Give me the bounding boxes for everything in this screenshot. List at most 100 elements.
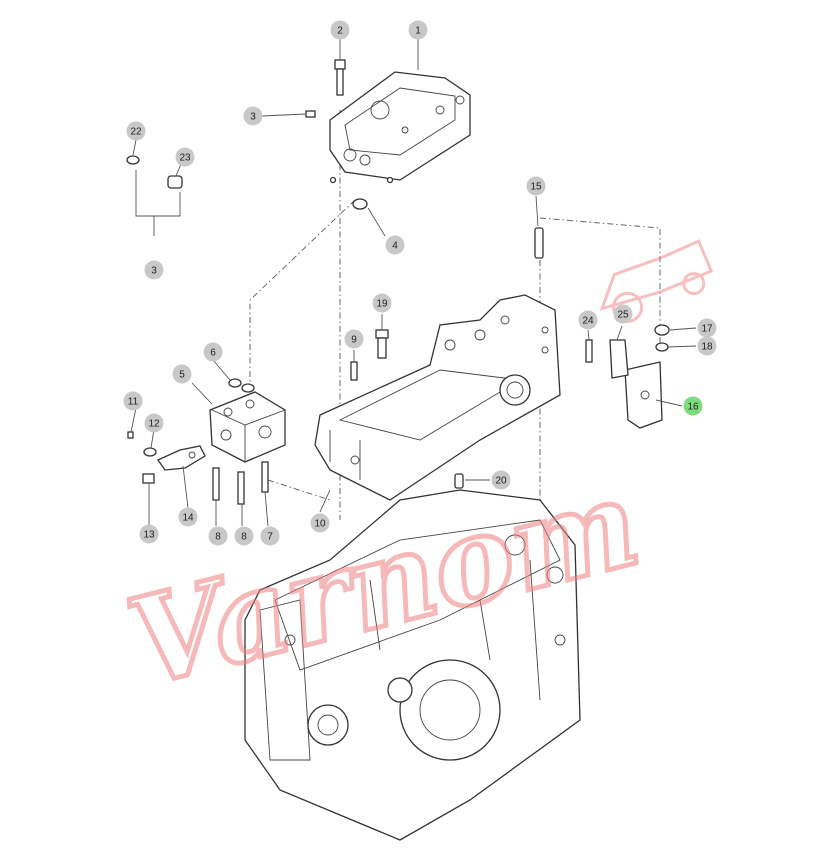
callout-label: 15 (530, 182, 542, 193)
screw-part-3 (305, 110, 316, 118)
callout-label: 1 (415, 26, 421, 37)
callout-23: 23 (175, 147, 195, 167)
callout-17: 17 (697, 318, 717, 338)
lever-part-25 (609, 339, 629, 379)
callout-circle (175, 147, 195, 167)
callout-label: 6 (210, 348, 216, 359)
callout-circle (243, 106, 263, 126)
callout-circle (330, 20, 350, 40)
callout-label: 3 (151, 266, 157, 277)
callout-circle (144, 260, 164, 280)
pin-part-9 (350, 361, 358, 381)
callout-label: 8 (241, 532, 247, 543)
callout-label: 11 (128, 397, 139, 408)
callout-label: 12 (148, 419, 160, 430)
callout-13: 13 (139, 524, 159, 544)
callout-circle (123, 391, 143, 411)
screw-part-11 (127, 431, 134, 439)
nut-part-18 (655, 342, 669, 352)
callout-circle (172, 364, 192, 384)
bolt-part-19 (375, 329, 389, 359)
callout-10: 10 (310, 513, 330, 533)
callout-circle (372, 293, 392, 313)
callout-label: 8 (215, 532, 221, 543)
callout-circle (260, 526, 280, 546)
seal-part-22 (126, 155, 140, 165)
callout-9: 9 (344, 329, 364, 349)
callout-3b: 3 (144, 260, 164, 280)
callout-label: 9 (351, 335, 357, 346)
callout-11: 11 (123, 391, 143, 411)
callout-12: 12 (144, 413, 164, 433)
dowel-part-20 (454, 473, 464, 489)
callout-label: 24 (582, 316, 594, 327)
linkage-part-14 (157, 445, 206, 471)
lift-housing-part-10 (314, 294, 561, 501)
callout-circle (385, 235, 405, 255)
bolt-part-24 (585, 339, 593, 363)
washer-part-17 (654, 324, 670, 336)
callout-circle (234, 526, 254, 546)
callout-label: 19 (376, 299, 388, 310)
callout-label: 20 (495, 476, 507, 487)
nut-part-13 (142, 473, 155, 484)
o-rings-part-6 (228, 378, 255, 393)
callout-circle (697, 336, 717, 356)
callout-circle (126, 121, 146, 141)
callout-5: 5 (172, 364, 192, 384)
callout-circle (139, 524, 159, 544)
callout-22: 22 (126, 121, 146, 141)
callout-8a: 8 (208, 526, 228, 546)
callout-label: 25 (617, 310, 629, 321)
callout-14: 14 (178, 507, 198, 527)
callout-label: 18 (701, 342, 713, 353)
callout-label: 13 (143, 530, 155, 541)
callout-label: 22 (130, 127, 142, 138)
callout-label: 10 (314, 519, 326, 530)
callout-circle (697, 318, 717, 338)
callout-circle (408, 20, 428, 40)
callout-label: 7 (267, 532, 273, 543)
callout-label: 2 (337, 26, 343, 37)
plug-part-23 (167, 175, 183, 189)
callout-8b: 8 (234, 526, 254, 546)
callout-16: 16 (683, 396, 703, 416)
callout-24: 24 (578, 310, 598, 330)
callout-label: 23 (179, 153, 191, 164)
callout-15: 15 (526, 176, 546, 196)
callout-circle (578, 310, 598, 330)
transmission-housing (244, 489, 581, 841)
callout-18: 18 (697, 336, 717, 356)
callout-3a: 3 (243, 106, 263, 126)
tractor-icon (599, 239, 714, 323)
callout-2: 2 (330, 20, 350, 40)
callout-label: 4 (392, 241, 398, 252)
callout-label: 3 (250, 112, 256, 123)
small-plugs (329, 176, 394, 184)
washer-part-12 (143, 447, 157, 457)
callout-20: 20 (491, 470, 511, 490)
callout-circle (203, 342, 223, 362)
callout-4: 4 (385, 235, 405, 255)
callout-label: 16 (687, 402, 699, 413)
valve-block-part-5 (209, 391, 286, 463)
pin-part-15 (534, 227, 544, 259)
callout-circle (683, 396, 703, 416)
bolts-part-8-7 (212, 461, 269, 505)
callout-6: 6 (203, 342, 223, 362)
callout-label: 17 (701, 324, 713, 335)
callout-circle (310, 513, 330, 533)
callout-circle (208, 526, 228, 546)
o-ring-part-4 (352, 198, 368, 210)
callout-7: 7 (260, 526, 280, 546)
bolt-part-2 (334, 59, 346, 96)
callout-circle (178, 507, 198, 527)
lift-cover-part (329, 71, 471, 181)
callout-1: 1 (408, 20, 428, 40)
callout-19: 19 (372, 293, 392, 313)
bracket-part-16 (624, 361, 663, 429)
callout-circle (613, 304, 633, 324)
callout-circle (491, 470, 511, 490)
